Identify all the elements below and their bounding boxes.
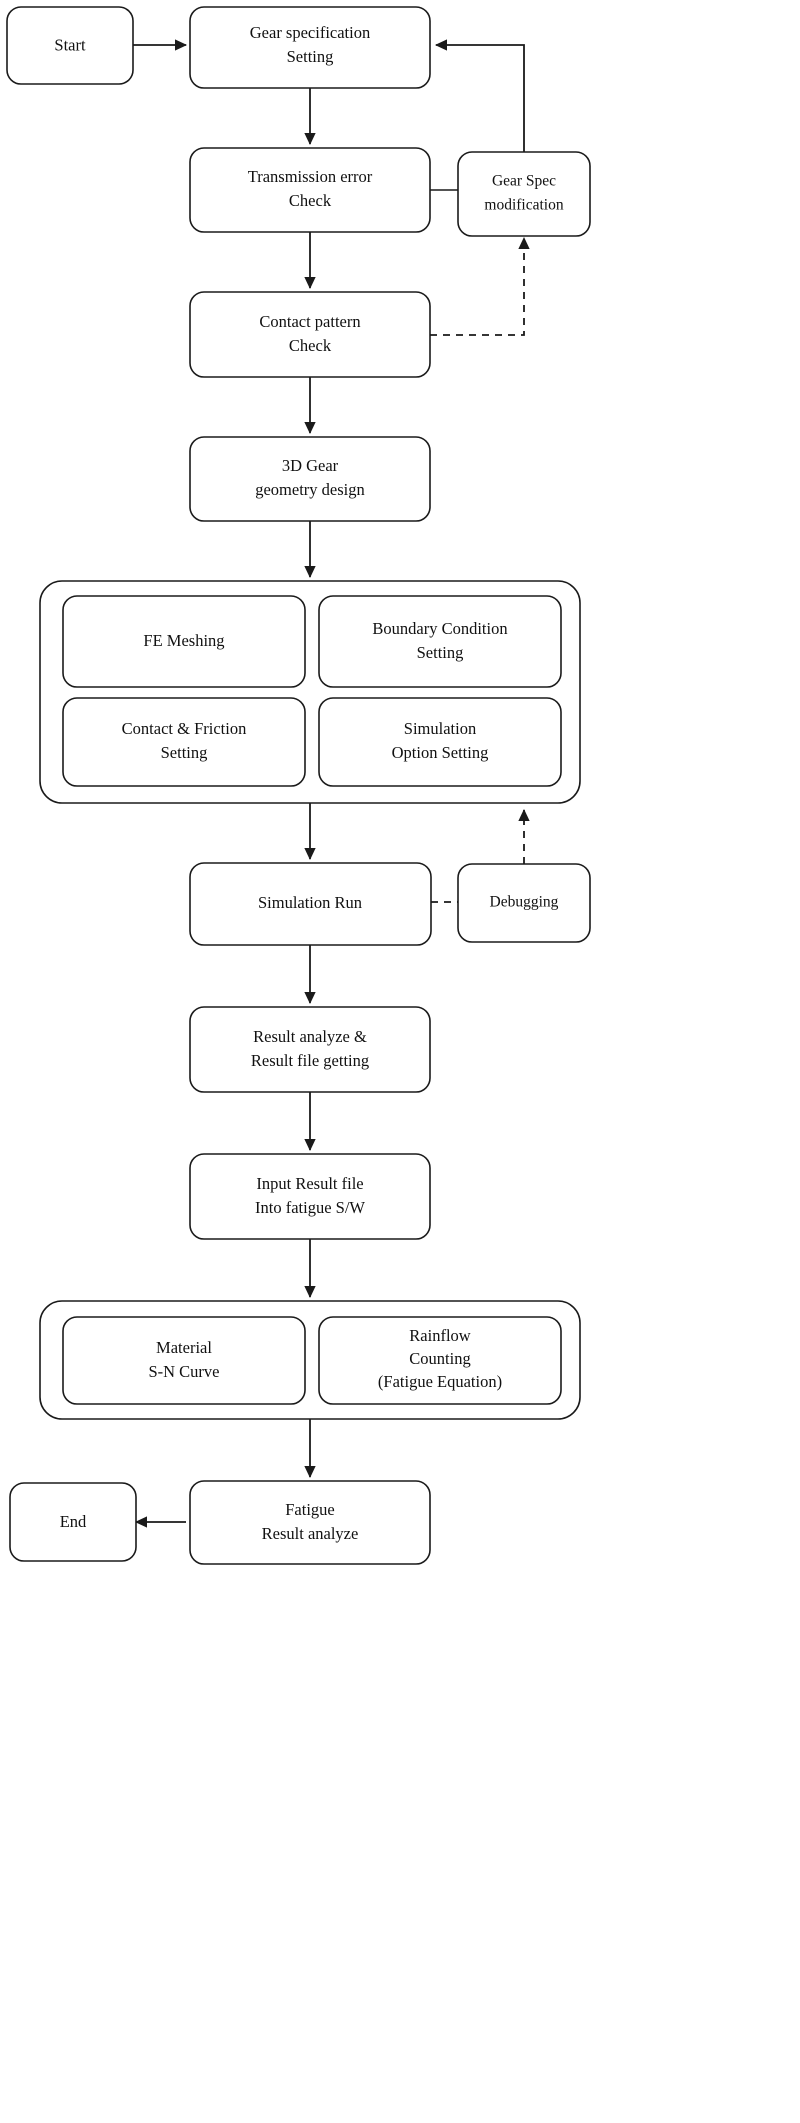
node-input-result-file-line2: Into fatigue S/W — [255, 1198, 365, 1217]
node-transmission-error-check-line2: Check — [289, 191, 332, 210]
node-fe-meshing-shape[interactable] — [62, 595, 306, 688]
node-simulation-option-line2: Option Setting — [392, 743, 489, 762]
node-end[interactable]: End — [9, 1482, 137, 1562]
node-contact-pattern-check-line1: Contact pattern — [259, 312, 360, 331]
node-boundary-condition[interactable]: Boundary Condition Setting — [318, 595, 562, 688]
node-fatigue-result-analyze-shape[interactable] — [189, 1480, 431, 1565]
node-gear-geometry-design-shape[interactable] — [189, 436, 431, 522]
node-fe-meshing[interactable]: FE Meshing — [62, 595, 306, 688]
node-debugging-label: Debugging — [490, 894, 559, 911]
node-gear-geometry-design-line2: geometry design — [255, 480, 365, 499]
node-rainflow-counting-line3: (Fatigue Equation) — [378, 1372, 502, 1391]
node-simulation-run-label: Simulation Run — [258, 893, 362, 912]
node-gear-spec-setting-line2: Setting — [287, 47, 334, 66]
node-contact-pattern-check-shape[interactable] — [189, 291, 431, 378]
node-rainflow-counting[interactable]: Rainflow Counting (Fatigue Equation) — [318, 1316, 562, 1405]
node-transmission-error-check-shape[interactable] — [189, 147, 431, 233]
node-material-sn-curve-shape[interactable] — [62, 1316, 306, 1405]
node-rainflow-counting-line2: Counting — [409, 1349, 470, 1368]
node-gear-spec-modification-shape[interactable] — [457, 151, 591, 237]
node-gear-spec-modification-line1: Gear Spec — [492, 173, 556, 190]
node-simulation-option-shape[interactable] — [318, 697, 562, 787]
node-gear-geometry-design[interactable]: 3D Gear geometry design — [189, 436, 431, 522]
node-start[interactable]: Start — [6, 6, 134, 85]
node-boundary-condition-line1: Boundary Condition — [372, 619, 507, 638]
node-simulation-option-line1: Simulation — [404, 719, 476, 738]
node-input-result-file-shape[interactable] — [189, 1153, 431, 1240]
node-gear-spec-setting-shape[interactable] — [189, 6, 431, 89]
node-debugging-shape[interactable] — [457, 863, 591, 943]
node-contact-pattern-check[interactable]: Contact pattern Check — [189, 291, 431, 378]
node-result-analyze-shape[interactable] — [189, 1006, 431, 1093]
node-gear-spec-modification[interactable]: Gear Spec modification — [457, 151, 591, 237]
node-simulation-run-shape[interactable] — [189, 862, 432, 946]
node-transmission-error-check-line1: Transmission error — [248, 167, 373, 186]
node-material-sn-curve-line2: S-N Curve — [148, 1362, 219, 1381]
node-fatigue-result-analyze-line2: Result analyze — [262, 1524, 359, 1543]
node-boundary-condition-shape[interactable] — [318, 595, 562, 688]
node-gear-spec-modification-line2: modification — [484, 197, 563, 214]
node-debugging[interactable]: Debugging — [457, 863, 591, 943]
node-simulation-option[interactable]: Simulation Option Setting — [318, 697, 562, 787]
node-material-sn-curve-line1: Material — [156, 1338, 212, 1357]
node-fatigue-result-analyze[interactable]: Fatigue Result analyze — [189, 1480, 431, 1565]
node-rainflow-counting-shape[interactable] — [318, 1316, 562, 1405]
connector-layer — [133, 39, 530, 1528]
node-contact-friction-line1: Contact & Friction — [122, 719, 247, 738]
node-result-analyze-line2: Result file getting — [251, 1051, 369, 1070]
node-result-analyze-line1: Result analyze & — [253, 1027, 367, 1046]
connector-modification-to-gear-spec — [434, 39, 525, 152]
node-boundary-condition-line2: Setting — [417, 643, 464, 662]
node-transmission-error-check[interactable]: Transmission error Check — [189, 147, 431, 233]
node-rainflow-counting-line1: Rainflow — [409, 1326, 470, 1345]
node-fe-meshing-label: FE Meshing — [143, 631, 224, 650]
node-contact-friction-shape[interactable] — [62, 697, 306, 787]
node-start-shape[interactable] — [6, 6, 134, 85]
node-end-shape[interactable] — [9, 1482, 137, 1562]
group-fatigue-method: Material S-N Curve Rainflow Counting (Fa… — [39, 1300, 581, 1420]
node-simulation-run[interactable]: Simulation Run — [189, 862, 432, 946]
node-contact-friction[interactable]: Contact & Friction Setting — [62, 697, 306, 787]
node-input-result-file[interactable]: Input Result file Into fatigue S/W — [189, 1153, 431, 1240]
node-start-label: Start — [54, 35, 86, 54]
node-gear-spec-setting-line1: Gear specification — [250, 23, 370, 42]
node-contact-pattern-check-line2: Check — [289, 336, 332, 355]
node-end-label: End — [60, 1512, 87, 1531]
node-result-analyze[interactable]: Result analyze & Result file getting — [189, 1006, 431, 1093]
node-contact-friction-line2: Setting — [161, 743, 208, 762]
connector-contact-pattern-to-modification — [430, 236, 530, 336]
node-input-result-file-line1: Input Result file — [256, 1174, 363, 1193]
group-presimulation-setup: FE Meshing Boundary Condition Setting Co… — [39, 580, 581, 804]
node-gear-geometry-design-line1: 3D Gear — [282, 456, 339, 475]
node-material-sn-curve[interactable]: Material S-N Curve — [62, 1316, 306, 1405]
node-gear-spec-setting[interactable]: Gear specification Setting — [189, 6, 431, 89]
node-fatigue-result-analyze-line1: Fatigue — [285, 1500, 335, 1519]
